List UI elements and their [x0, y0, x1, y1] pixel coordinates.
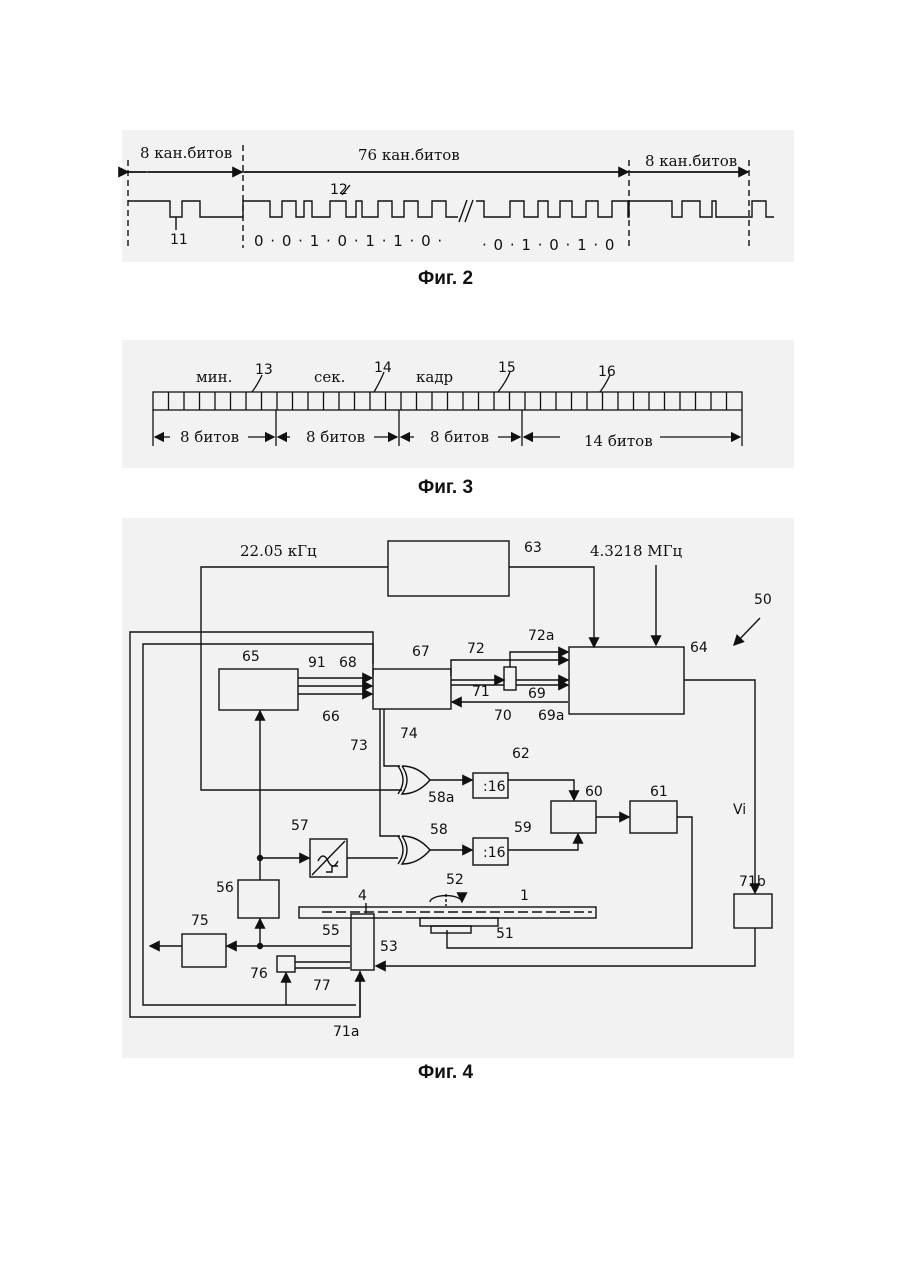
- block-69: [504, 667, 516, 690]
- block-75: [182, 934, 226, 967]
- motor-51: [420, 918, 498, 926]
- ref-71b: 71b: [739, 874, 766, 890]
- fig2-bits-b: · 0 · 1 · 0 · 1 · 0: [482, 236, 615, 254]
- ref-1: 1: [520, 888, 529, 904]
- ref-62: 62: [512, 746, 530, 762]
- block-64: [569, 647, 684, 714]
- ref-69a: 69a: [538, 708, 564, 724]
- ref-50: 50: [754, 592, 772, 608]
- label-4-3218-mhz: 4.3218 МГц: [590, 542, 683, 560]
- ref-64: 64: [690, 640, 708, 656]
- block-61: [630, 801, 677, 833]
- ref-58a: 58a: [428, 790, 454, 806]
- ref-61: 61: [650, 784, 668, 800]
- block-65: [219, 669, 298, 710]
- block-76: [277, 956, 295, 972]
- fig2-span-right-label: 8 кан.битов: [645, 152, 737, 170]
- ref-74: 74: [400, 726, 418, 742]
- fig3-field-sec: сек.: [314, 368, 345, 386]
- ref-75: 75: [191, 913, 209, 929]
- fig3-cell-dividers: [169, 392, 727, 410]
- fig2-bits-a: 0 · 0 · 1 · 0 · 1 · 1 · 0 ·: [254, 232, 443, 250]
- ref-73: 73: [350, 738, 368, 754]
- block-56: [238, 880, 279, 918]
- vi-label: Vi: [733, 802, 746, 818]
- ref-76: 76: [250, 966, 268, 982]
- ref-52: 52: [446, 872, 464, 888]
- fig3-ref-15: 15: [498, 360, 516, 376]
- block-53: [351, 914, 374, 970]
- fig3-field-min: мин.: [196, 368, 232, 386]
- fig2-caption: Фиг. 2: [418, 268, 473, 290]
- fig3-ref-16: 16: [598, 364, 616, 380]
- fig3-field-frame: кадр: [416, 368, 453, 386]
- block-71b: [734, 894, 772, 928]
- ref-67: 67: [412, 644, 430, 660]
- ref-72a: 72a: [528, 628, 554, 644]
- ref-68: 68: [339, 655, 357, 671]
- xor-58: [398, 836, 430, 864]
- fig4-caption: Фиг. 4: [418, 1062, 473, 1084]
- fig3-caption: Фиг. 3: [418, 477, 473, 499]
- fig3-span-3: 8 битов: [430, 428, 489, 446]
- ref-56: 56: [216, 880, 234, 896]
- ref-70: 70: [494, 708, 512, 724]
- fig3-span-2: 8 битов: [306, 428, 365, 446]
- ref-60: 60: [585, 784, 603, 800]
- ref-77: 77: [313, 978, 331, 994]
- fig3-ref-14: 14: [374, 360, 392, 376]
- fig2-span-mid-label: 76 кан.битов: [358, 146, 460, 164]
- xor-58a: [398, 766, 430, 794]
- block-60: [551, 801, 596, 833]
- ref-91: 91: [308, 655, 326, 671]
- ref-53: 53: [380, 939, 398, 955]
- ref-72: 72: [467, 641, 485, 657]
- fig3-span-1: 8 битов: [180, 428, 239, 446]
- divider-59-label: :16: [483, 845, 506, 861]
- fig2-waveform: [128, 201, 458, 217]
- block-67: [373, 669, 451, 709]
- ref-58: 58: [430, 822, 448, 838]
- fig2-span-left-label: 8 кан.битов: [140, 144, 232, 162]
- fig3-span-4: 14 битов: [584, 432, 653, 450]
- fig2-ref-12: 12: [330, 182, 348, 198]
- fig4-diagram: [130, 541, 772, 1017]
- ref-57: 57: [291, 818, 309, 834]
- ref-4: 4: [358, 888, 367, 904]
- ref-59: 59: [514, 820, 532, 836]
- ref-69: 69: [528, 686, 546, 702]
- ref-71a: 71a: [333, 1024, 359, 1040]
- block-63: [388, 541, 509, 596]
- ref-55: 55: [322, 923, 340, 939]
- ref-66: 66: [322, 709, 340, 725]
- fig3-ref-13: 13: [255, 362, 273, 378]
- label-22-05-khz: 22.05 кГц: [240, 542, 317, 560]
- fig2-ref-11: 11: [170, 232, 188, 248]
- ref-51: 51: [496, 926, 514, 942]
- ref-71: 71: [472, 684, 490, 700]
- divider-62-label: :16: [483, 779, 506, 795]
- ref-65: 65: [242, 649, 260, 665]
- ref-63: 63: [524, 540, 542, 556]
